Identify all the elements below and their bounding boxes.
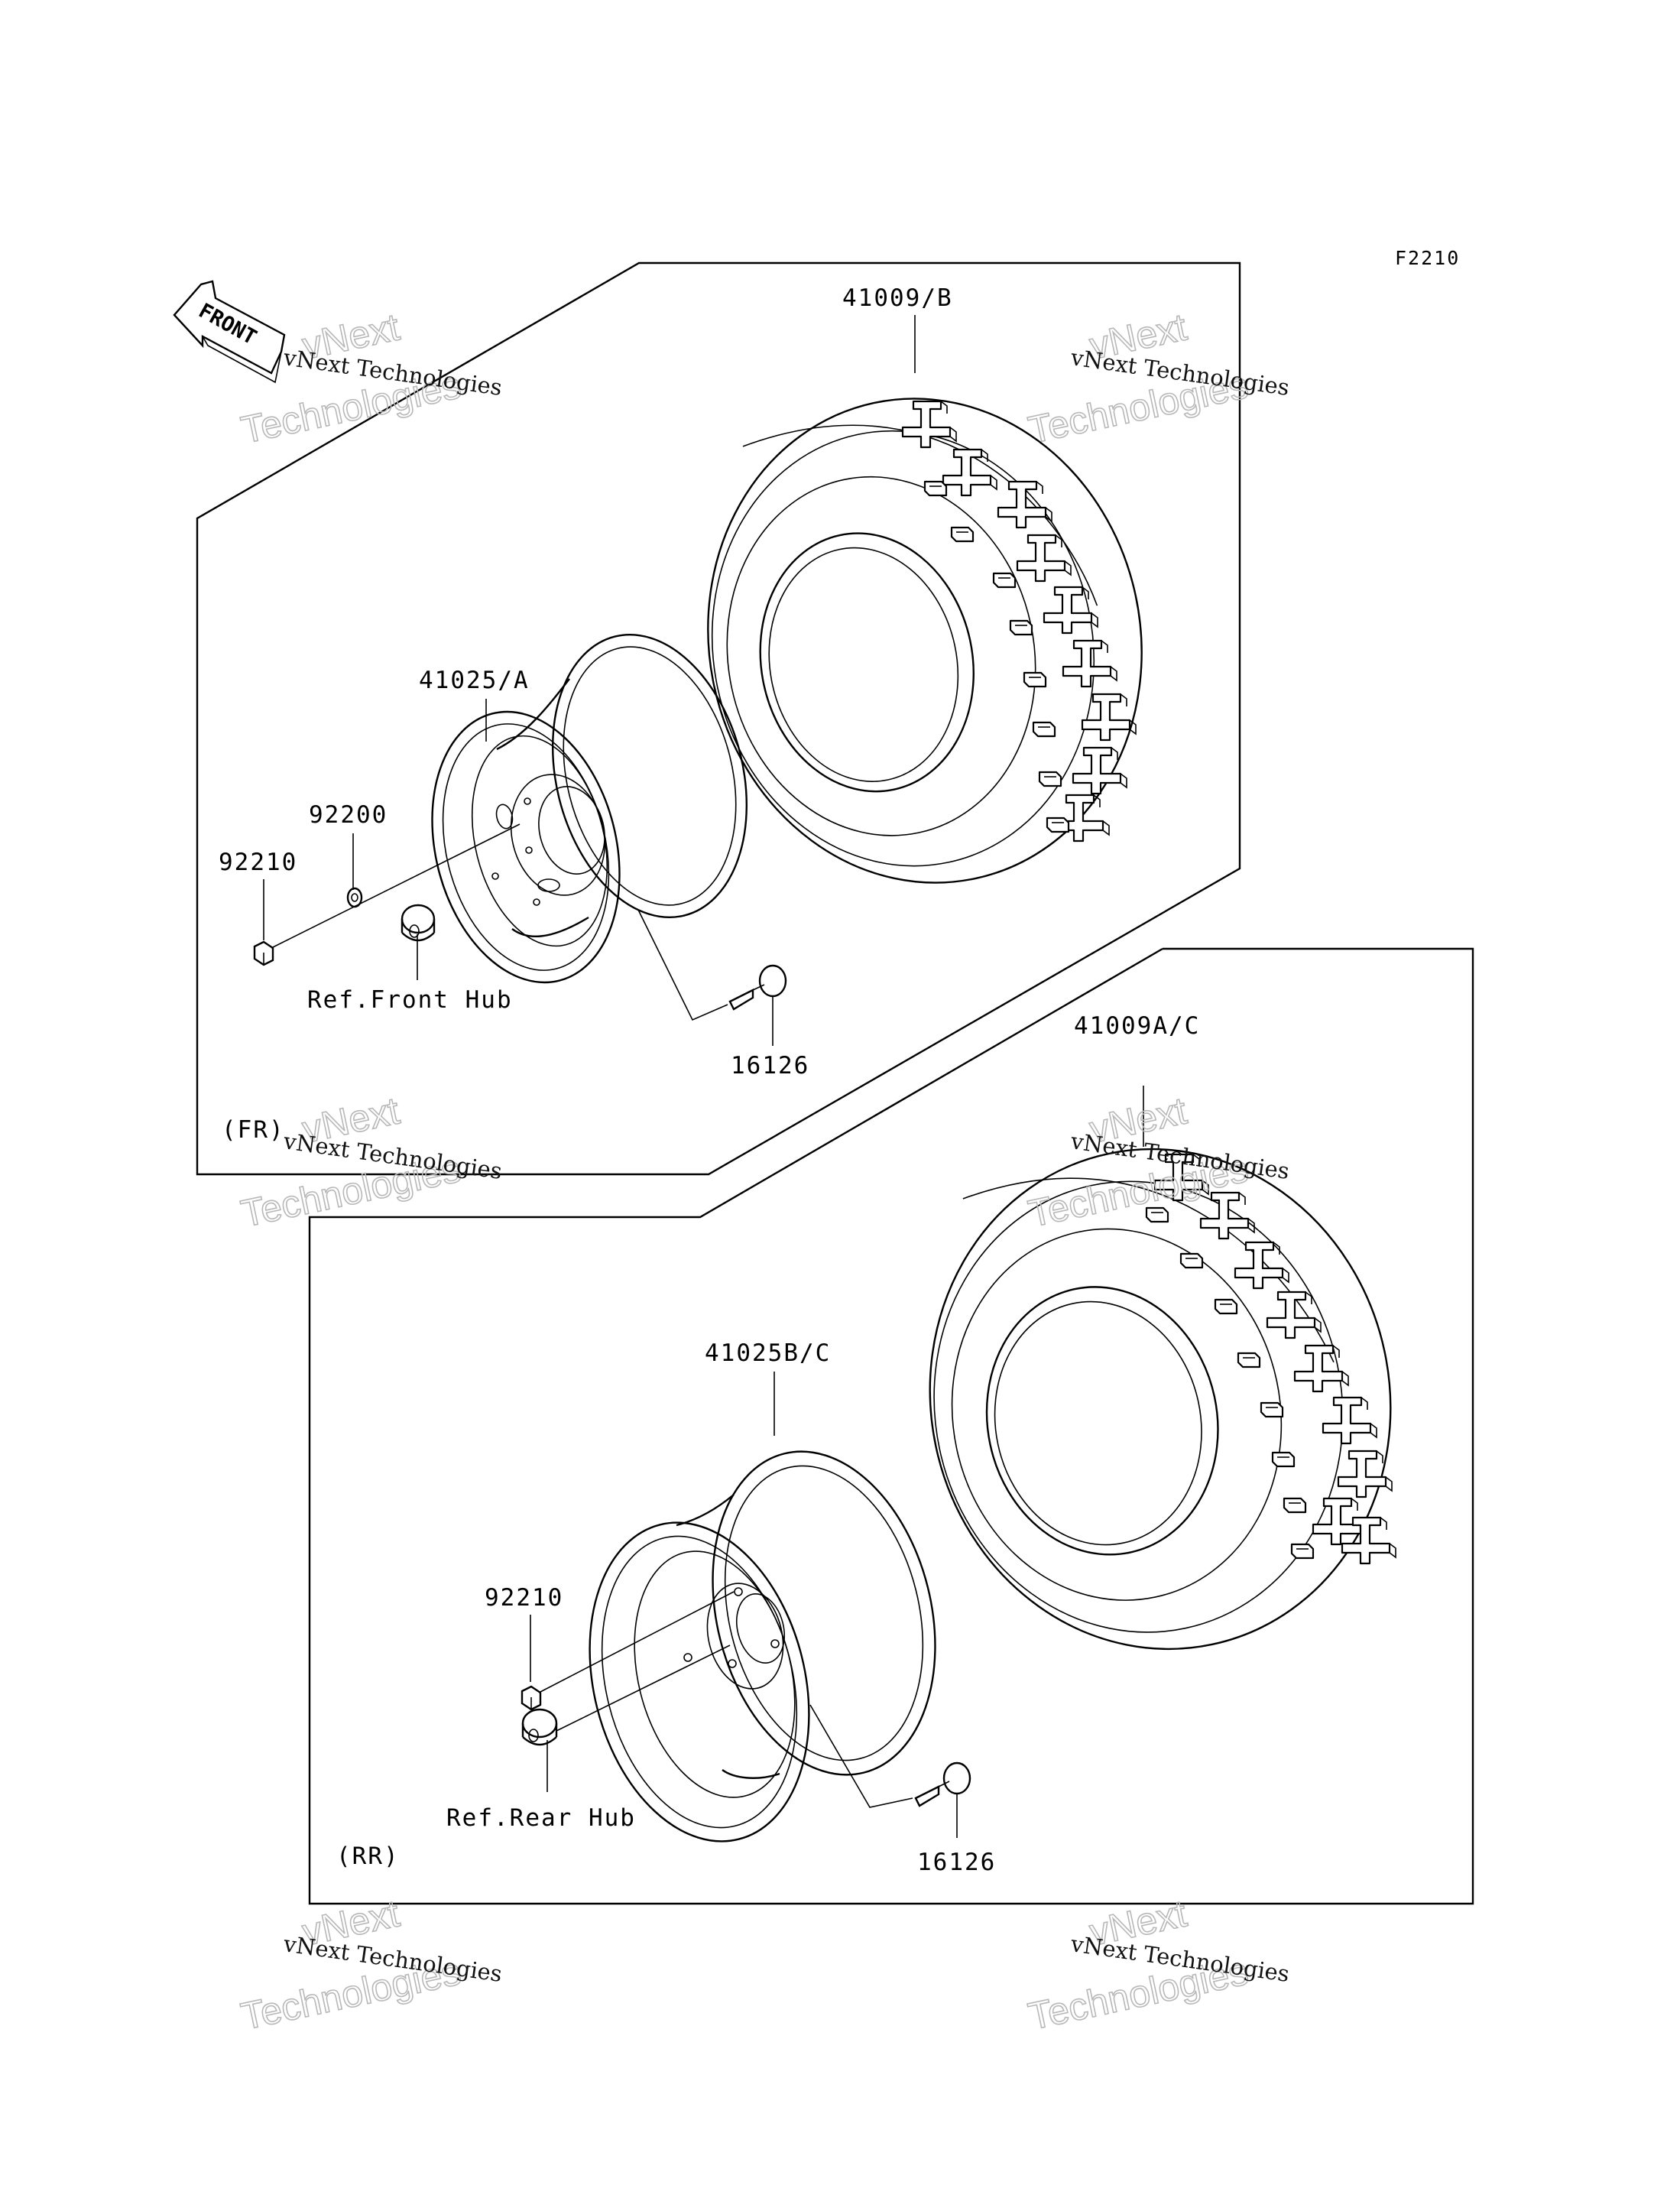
front-tire-tread [901,400,1137,843]
label-front-section-tag: (FR) [222,1116,285,1144]
rear-valve-drawing [914,1761,971,1807]
front-tire-drawing [707,398,1143,884]
watermark-middle-left: vNext Technologies vNext Technologies [237,1089,504,1236]
label-front-hub-ref: Ref.Front Hub [307,986,513,1014]
rear-leader-lines [530,1086,1144,1838]
front-leader-lines [263,315,916,1046]
front-arrow-label: FRONT [195,299,261,350]
front-wheel-drawing [431,634,748,984]
label-rear-nut: 92210 [485,1584,563,1612]
front-direction-arrow: FRONT [173,280,286,384]
label-rear-hub-ref: Ref.Rear Hub [446,1804,636,1832]
front-valve-drawing [728,964,787,1011]
label-rear-section-tag: (RR) [336,1842,400,1870]
label-front-valve: 16126 [731,1052,809,1080]
label-front-tire: 41009/B [842,284,953,312]
front-hub-drawing [401,904,436,942]
front-nut-drawing [253,940,274,966]
label-front-washer: 92200 [309,801,388,829]
rear-wheel-drawing [589,1450,936,1842]
watermark-bottom-left: vNext Technologies vNext Technologies [237,1891,504,2039]
label-rear-valve: 16126 [917,1849,996,1876]
watermark-bottom-right: vNext Technologies vNext Technologies [1024,1891,1291,2039]
rear-section-frame [308,947,1474,1905]
figure-code: F2210 [1395,247,1460,269]
watermark-top-left: vNext Technologies vNext Technologies [237,305,504,453]
front-section-frame [196,261,1241,1176]
label-rear-wheel: 41025B/C [705,1339,831,1367]
label-front-nut: 92210 [219,849,297,876]
label-front-wheel: 41025/A [419,667,530,694]
rear-hub-drawing [521,1708,558,1746]
watermark-top-right: vNext Technologies vNext Technologies [1024,305,1291,453]
rear-nut-drawing [521,1685,542,1711]
label-rear-tire: 41009A/C [1074,1012,1200,1040]
